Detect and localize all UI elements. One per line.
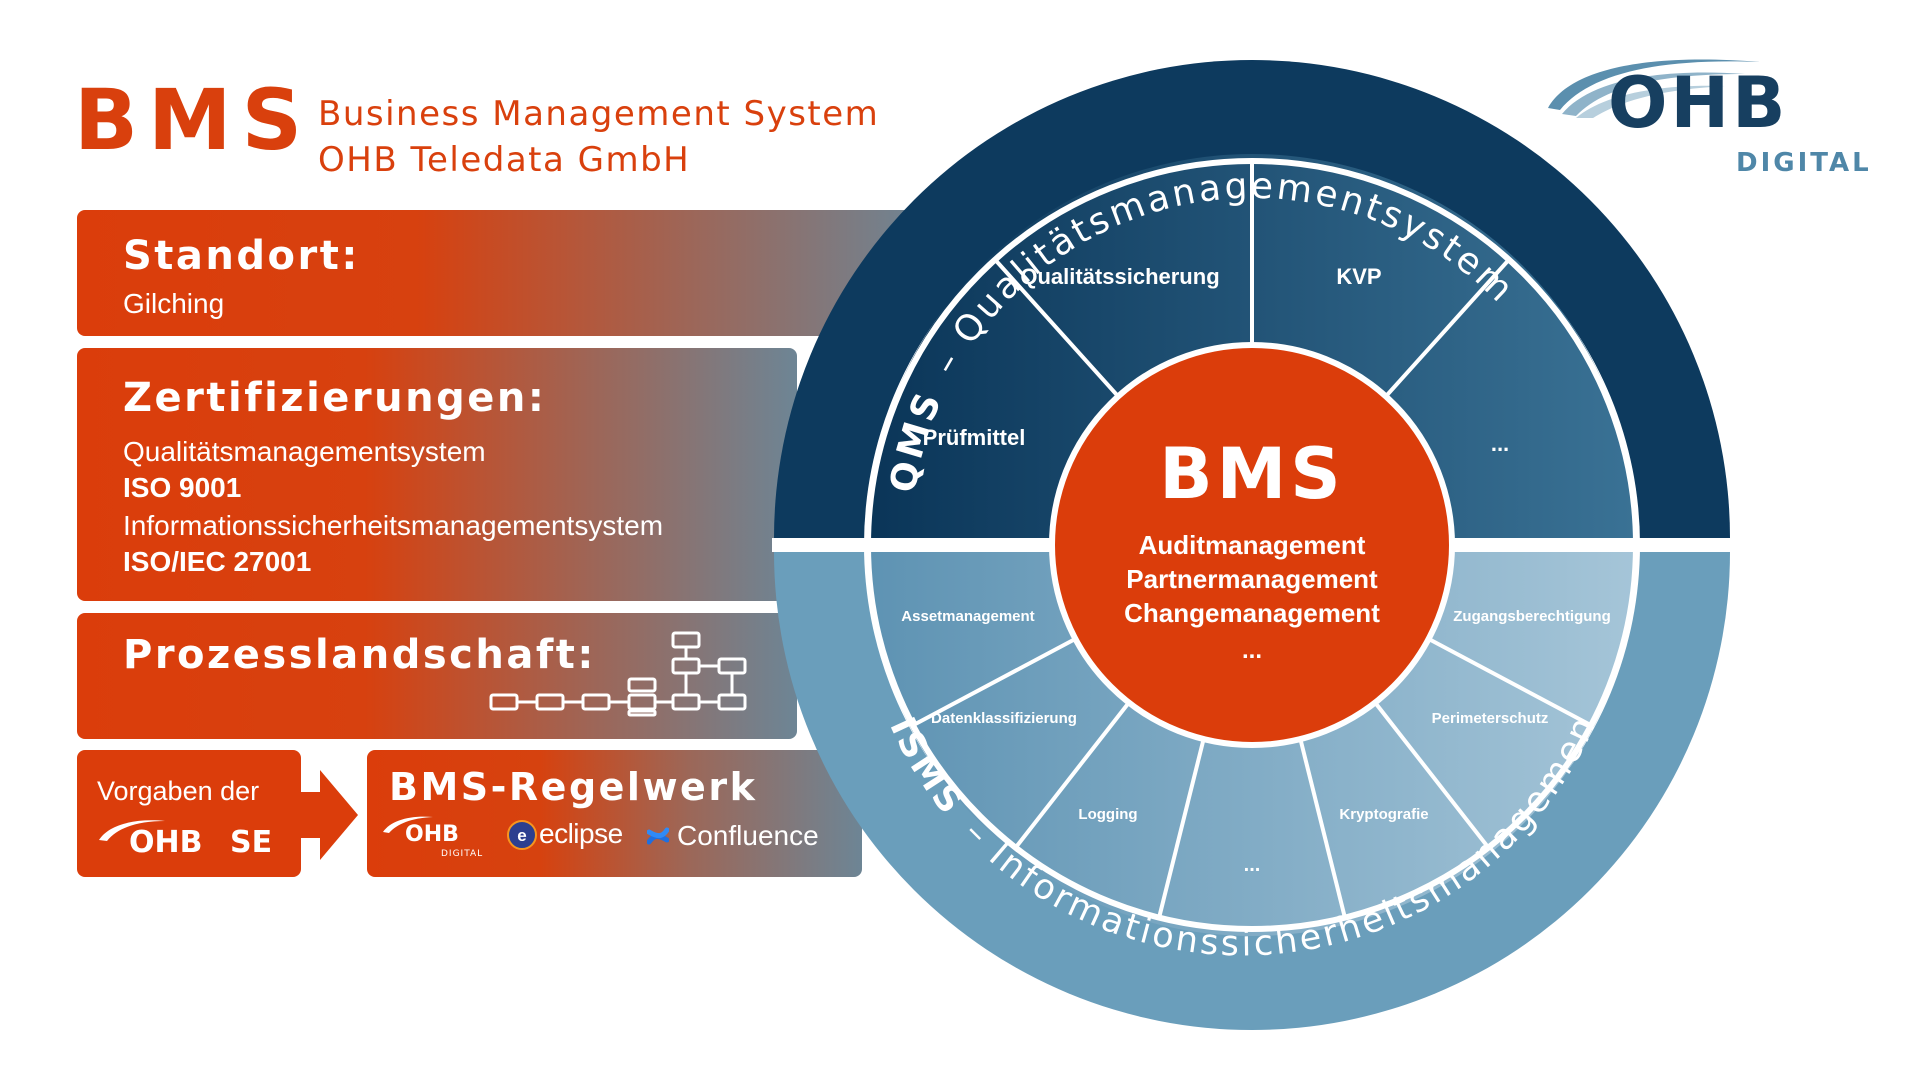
segment-divider — [992, 256, 1120, 398]
isms-segment-zugangsberechtigung: Zugangsberechtigung — [1453, 608, 1611, 625]
panel-prozesslandschaft: Prozesslandschaft: — [77, 613, 797, 739]
prozesslandschaft-title: Prozesslandschaft: — [123, 632, 596, 678]
ohb-swoosh-icon — [1548, 59, 1760, 118]
eclipse-icon: e — [507, 820, 537, 850]
center-item-more: ... — [1242, 637, 1262, 664]
qms-segment-pruefmittel: Prüfmittel — [923, 425, 1026, 450]
panel-standort: Standort: Gilching — [77, 210, 927, 336]
segment-divider — [1298, 738, 1348, 921]
tool-eclipse-name: eclipse — [539, 818, 623, 849]
arrow-right-icon — [300, 770, 358, 860]
segment-divider — [1373, 701, 1492, 851]
vorgaben-label: Vorgaben der — [97, 776, 260, 806]
segment-divider — [1156, 738, 1206, 921]
ohb-digital-icon — [383, 816, 433, 833]
segment-divider — [1384, 256, 1512, 398]
vorgaben-brand-suffix: SE — [230, 825, 273, 860]
header-acronym: BMS — [74, 71, 313, 169]
isms-segment-assetmanagement: Assetmanagement — [901, 608, 1034, 625]
isms-segment-perimeterschutz: Perimeterschutz — [1432, 710, 1549, 727]
standort-title: Standort: — [123, 233, 360, 279]
bms-circle-diagram: Prüfmittel Qualitätssicherung KVP ... As… — [742, 48, 1732, 1030]
panel-regelwerk: BMS-Regelwerk OHB DIGITAL e eclipse Conf… — [367, 750, 862, 877]
segment-divider — [910, 637, 1077, 728]
isms-segment-datenklassifizierung: Datenklassifizierung — [931, 710, 1077, 727]
header-title-line1: Business Management System — [318, 94, 880, 134]
regelwerk-title: BMS-Regelwerk — [389, 765, 758, 809]
logo-brand: OHB — [1608, 62, 1789, 144]
process-flow-icon — [489, 631, 747, 717]
qms-segment-more: ... — [1491, 431, 1509, 456]
tool-ohb-sub: DIGITAL — [441, 849, 484, 859]
isms-segment-logging: Logging — [1078, 806, 1137, 823]
cert-label-isms: Informationssicherheitsmanagementsystem — [123, 510, 664, 541]
ohb-digital-logo: OHB DIGITAL — [1540, 48, 1900, 178]
panel-zertifizierungen: Zertifizierungen: Qualitätsmanagementsys… — [77, 348, 797, 601]
confluence-icon — [647, 827, 669, 845]
center-item-changemanagement: Changemanagement — [1124, 598, 1380, 628]
center-title: BMS — [1159, 433, 1344, 515]
bms-center-circle — [1049, 342, 1455, 748]
cert-standard-iso27001: ISO/IEC 27001 — [123, 546, 312, 577]
segment-divider — [1427, 637, 1594, 728]
center-item-partnermanagement: Partnermanagement — [1126, 564, 1378, 594]
svg-text:e: e — [517, 826, 526, 845]
isms-segment-more: ... — [1244, 854, 1261, 876]
center-item-auditmanagement: Auditmanagement — [1139, 530, 1366, 560]
zertifizierungen-title: Zertifizierungen: — [123, 375, 547, 421]
isms-segment-kryptografie: Kryptografie — [1339, 806, 1428, 823]
qms-segment-kvp: KVP — [1336, 264, 1381, 289]
cert-label-qms: Qualitätsmanagementsystem — [123, 436, 486, 467]
qms-segment-qualitaetssicherung: Qualitätssicherung — [1020, 264, 1219, 289]
header-title-line2: OHB Teledata GmbH — [318, 140, 691, 180]
tool-confluence-name: Confluence — [677, 820, 819, 851]
segment-divider — [1012, 701, 1131, 851]
panel-vorgaben: Vorgaben der OHB SE — [77, 750, 301, 877]
cert-standard-iso9001: ISO 9001 — [123, 472, 242, 503]
standort-value: Gilching — [123, 288, 225, 319]
tool-ohb-name: OHB — [405, 822, 459, 847]
logo-sub: DIGITAL — [1736, 148, 1872, 178]
vorgaben-brand: OHB — [129, 825, 203, 860]
ohb-swoosh-icon — [99, 820, 165, 841]
